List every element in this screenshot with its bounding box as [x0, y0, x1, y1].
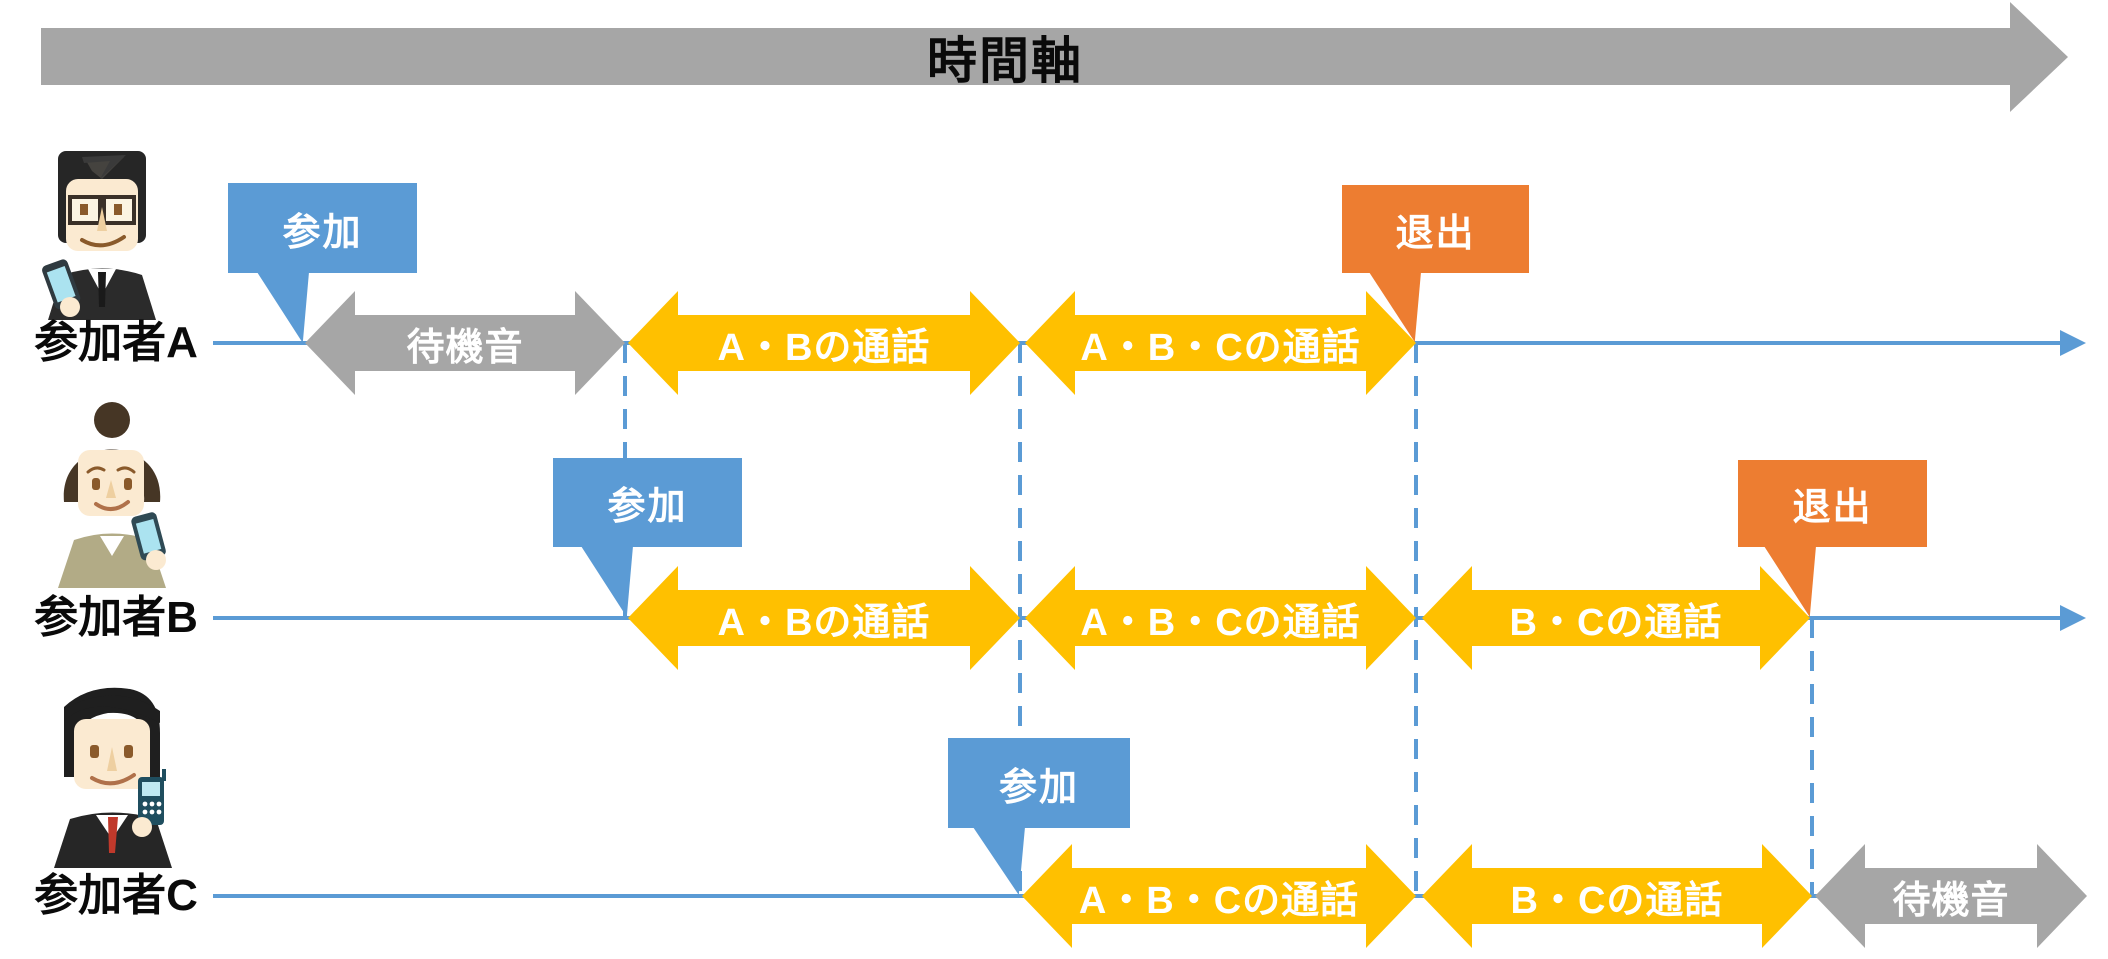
participant-c-avatar — [54, 687, 172, 868]
participant-a-label: 参加者A — [34, 318, 198, 367]
callout-tail-icon — [973, 827, 1025, 895]
arrowhead-left-icon — [1025, 291, 1075, 395]
feature-phone-icon — [138, 769, 166, 825]
callout-tail-icon — [581, 546, 633, 617]
participant-c-label: 参加者C — [34, 871, 198, 920]
arrowhead-right-icon — [970, 566, 1020, 670]
time-axis-arrowhead-icon — [2010, 2, 2068, 112]
arrowhead-left-icon — [628, 566, 678, 670]
segment-label: A・Bの通話 — [717, 326, 931, 369]
segment-label: A・Bの通話 — [717, 601, 931, 644]
arrowhead-left-icon — [628, 291, 678, 395]
time-axis-label: 時間軸 — [927, 32, 1083, 89]
join-callout-c: 参加 — [948, 738, 1130, 828]
arrowhead-right-icon — [1366, 566, 1416, 670]
segment-arrow-a-abc: A・B・Cの通話 — [1025, 291, 1416, 395]
arrowhead-left-icon — [1422, 844, 1472, 948]
segment-label: A・B・Cの通話 — [1078, 879, 1360, 922]
segment-arrow-a-ab: A・Bの通話 — [628, 291, 1020, 395]
segment-label: B・Cの通話 — [1509, 601, 1723, 644]
arrowhead-right-icon — [2037, 844, 2087, 948]
segment-arrow-b-ab: A・Bの通話 — [628, 566, 1020, 670]
segment-label: B・Cの通話 — [1510, 879, 1724, 922]
participant-b-label: 参加者B — [34, 593, 198, 642]
segment-arrow-c-abc: A・B・Cの通話 — [1022, 844, 1416, 948]
arrowhead-left-icon — [1815, 844, 1865, 948]
participant-b-avatar — [58, 402, 166, 588]
segment-arrow-a-wait: 待機音 — [305, 291, 625, 395]
callout-tail-icon — [257, 272, 309, 343]
arrowhead-right-icon — [575, 291, 625, 395]
join-callout-b: 参加 — [553, 458, 742, 547]
segment-arrow-c-bc: B・Cの通話 — [1422, 844, 1812, 948]
join-callout-a: 参加 — [228, 183, 417, 273]
segment-label: A・B・Cの通話 — [1080, 601, 1361, 644]
arrowhead-right-icon — [1366, 844, 1416, 948]
arrowhead-left-icon — [1422, 566, 1472, 670]
time-axis-bar — [41, 28, 2010, 85]
smartphone-icon — [131, 512, 166, 561]
arrowhead-left-icon — [1025, 566, 1075, 670]
arrowhead-left-icon — [1022, 844, 1072, 948]
segment-label: A・B・Cの通話 — [1080, 326, 1361, 369]
segment-arrow-c-wait: 待機音 — [1815, 844, 2087, 948]
leave-callout-a: 退出 — [1342, 185, 1529, 273]
arrowhead-left-icon — [305, 291, 355, 395]
leave-callout-b: 退出 — [1738, 460, 1927, 547]
arrowhead-right-icon — [1762, 844, 1812, 948]
segment-arrow-b-abc: A・B・Cの通話 — [1025, 566, 1416, 670]
arrowhead-right-icon — [970, 291, 1020, 395]
phase-boundary-dashed-line-4 — [1810, 618, 1814, 895]
smartphone-icon — [42, 259, 81, 310]
segment-label: 待機音 — [1892, 879, 2010, 922]
participant-a-avatar — [42, 151, 156, 320]
segment-arrow-b-bc: B・Cの通話 — [1422, 566, 1810, 670]
segment-label: 待機音 — [406, 326, 524, 369]
timeline-arrowhead-icon — [2060, 330, 2086, 356]
timeline-arrowhead-icon — [2060, 605, 2086, 631]
